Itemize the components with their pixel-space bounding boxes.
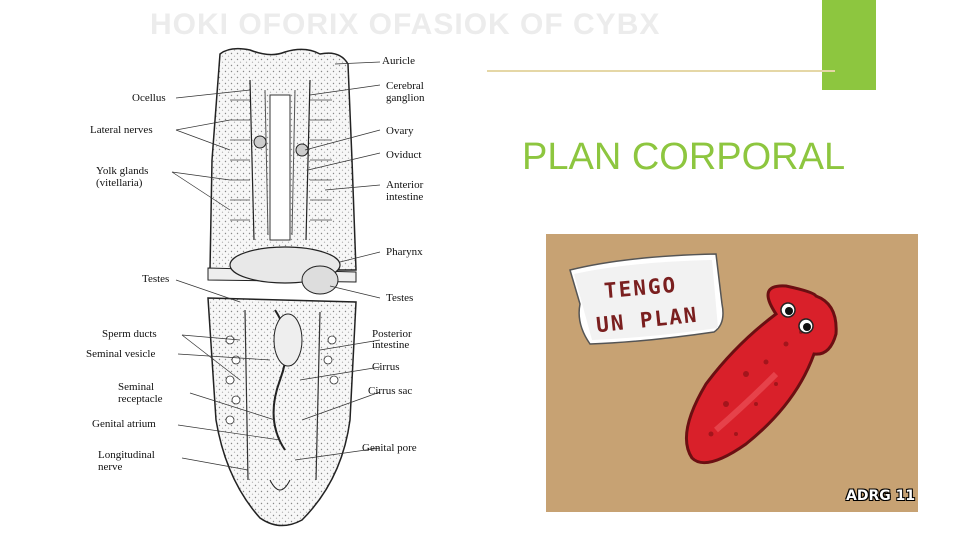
label-yolk-glands: Yolk glands	[96, 165, 149, 177]
label-sperm-ducts: Sperm ducts	[102, 328, 157, 340]
label-posterior-intestine: intestine	[372, 339, 410, 351]
label-cirrus-sac: Cirrus sac	[368, 385, 413, 397]
label-posterior: Posterior	[372, 328, 412, 340]
label-ganglion: ganglion	[386, 92, 425, 104]
artist-signature: ADRG 11	[846, 488, 916, 504]
label-anterior: Anterior	[386, 179, 424, 191]
label-vitellaria: (vitellaria)	[96, 177, 143, 189]
label-pharynx: Pharynx	[386, 246, 423, 258]
label-nerve: nerve	[98, 461, 123, 473]
planarian-cartoon: TENGO UN PLAN ADRG 11	[546, 234, 918, 512]
slide-title: PLAN CORPORAL	[522, 136, 846, 178]
diagram-illustration	[171, 47, 381, 527]
faded-header-text: HOKI OFORIX OFASIOK OF CYBX	[150, 8, 661, 41]
label-ocellus: Ocellus	[132, 92, 166, 104]
label-testes-left: Testes	[142, 273, 170, 285]
label-receptacle: receptacle	[118, 393, 163, 405]
accent-bar	[822, 0, 876, 90]
label-anterior-intestine: intestine	[386, 191, 424, 203]
label-seminal: Seminal	[118, 381, 155, 393]
label-cerebral: Cerebral	[386, 80, 424, 92]
label-cirrus: Cirrus	[372, 361, 400, 373]
label-seminal-vesicle: Seminal vesicle	[86, 348, 156, 360]
label-genital-atrium: Genital atrium	[92, 418, 156, 430]
label-oviduct: Oviduct	[386, 149, 422, 161]
label-auricle: Auricle	[382, 55, 415, 67]
label-testes-right: Testes	[386, 292, 414, 304]
label-lateral-nerves: Lateral nerves	[90, 124, 153, 136]
label-ovary: Ovary	[386, 125, 414, 137]
flatworm-anatomy-diagram: Auricle Cerebral ganglion Ovary Oviduct …	[80, 40, 450, 535]
label-longitudinal: Longitudinal	[98, 449, 155, 461]
accent-line	[487, 70, 835, 72]
cartoon-illustration	[569, 253, 838, 465]
label-genital-pore: Genital pore	[362, 442, 417, 454]
